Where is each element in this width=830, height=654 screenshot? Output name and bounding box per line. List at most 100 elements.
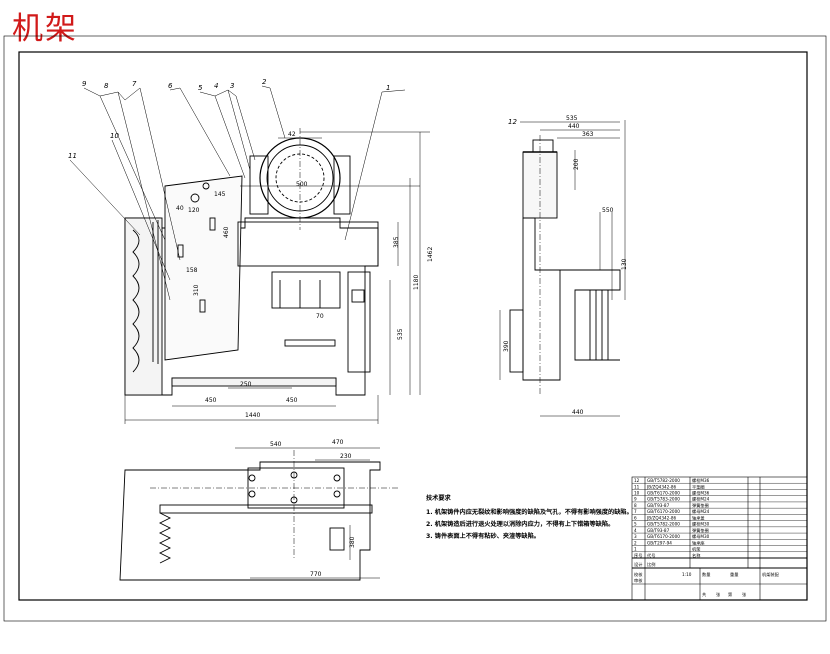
title-block-cell: GB/T6170-2000 (647, 490, 680, 495)
title-block-label: 张 (742, 591, 747, 598)
callout-label: 4 (214, 82, 218, 90)
title-block-cell: 弹簧垫圈 (692, 502, 709, 509)
title-block-cell: 1 (634, 547, 637, 552)
title-block-cell: GB/T5783-2000 (647, 497, 680, 502)
title-block-cell: 5 (634, 522, 637, 527)
callout-label: 7 (132, 80, 137, 88)
title-block-label: 审核 (634, 577, 643, 584)
title-block-cell: 平垫圈 (692, 483, 705, 490)
title-block-rows (632, 483, 807, 552)
title-block-label: 共 (702, 591, 706, 598)
dimension-label: 535 (566, 115, 578, 122)
callout-label: 10 (110, 132, 119, 140)
title-block-header: 名称 (692, 552, 700, 559)
dimension-label: 500 (296, 181, 308, 188)
title-block-cell: 螺栓M24 (692, 496, 710, 503)
dimension-label: 440 (568, 123, 580, 130)
dimension-label: 230 (340, 453, 352, 460)
dimension-label: 42 (288, 131, 296, 138)
dimension-label: 390 (503, 340, 510, 352)
dimension-label: 460 (223, 226, 230, 238)
title-block-cell: 11 (634, 484, 640, 489)
side-view (509, 135, 621, 395)
dimension-label: 1440 (245, 412, 260, 419)
dimension-label: 130 (621, 258, 628, 270)
title-block-cell: 螺母M36 (692, 489, 710, 496)
title-block-cell: 轴承座 (692, 539, 705, 546)
title-block-label: 校核 (634, 571, 643, 578)
notes-item: 2. 机架铸造后进行退火处理以消除内应力，不得有上下错箱等缺陷。 (426, 520, 614, 528)
callout-label: 9 (82, 80, 87, 88)
callout-label: 6 (168, 82, 173, 90)
title-block-cell: 轴承盖 (692, 514, 705, 521)
dimension-label: 363 (582, 131, 594, 138)
title-block-cell: JB/ZQ4342-86 (646, 515, 677, 520)
title-block-label: 比例 (647, 561, 655, 568)
title-block-cell: GB/T5782-2000 (647, 522, 680, 527)
title-block-label: 重量 (730, 571, 738, 578)
title-block (631, 476, 808, 601)
notes-item: 3. 铸件表面上不得有粘砂、夹渣等缺陷。 (426, 532, 540, 540)
dimension-label: 385 (393, 236, 400, 248)
callout-label: 1 (386, 84, 390, 92)
title-block-cell: 弹簧垫圈 (692, 527, 709, 534)
dimension-label: 158 (186, 267, 198, 274)
dimension-label: 535 (397, 328, 404, 340)
title-block-cell: 螺栓M36 (692, 477, 710, 484)
title-block-label: 张 (716, 591, 721, 598)
title-block-cell: JB/ZQ4342-86 (646, 484, 677, 489)
dimension-label: 250 (240, 381, 252, 388)
title-block-cell: 7 (634, 509, 637, 514)
title-block-label: 设计 (634, 561, 642, 568)
dimension-label: 440 (572, 409, 584, 416)
front-dimension-lines (124, 131, 430, 424)
dimension-label: 470 (332, 439, 344, 446)
dimension-label: 550 (602, 207, 614, 214)
title-block-cell: GB/T93-87 (647, 528, 670, 533)
title-block-cell: GB/T6170-2000 (647, 509, 680, 514)
dimension-label: 120 (188, 207, 200, 214)
dimension-label: 40 (176, 205, 184, 212)
title-block-cell: GB/T6170-2000 (647, 534, 680, 539)
top-view (119, 450, 400, 581)
dimension-label: 450 (205, 397, 217, 404)
title-block-cell: GB/T93-87 (647, 503, 670, 508)
title-block-label: 第 (728, 591, 732, 598)
callout-label: 12 (508, 118, 517, 126)
callout-label: 2 (262, 78, 267, 86)
title-block-header: 序号 (634, 552, 642, 559)
dimension-label: 540 (270, 441, 282, 448)
dimension-label: 1180 (413, 275, 420, 290)
side-dimension-lines (499, 120, 626, 417)
dimension-label: 1462 (427, 247, 434, 262)
title-block-cell: 4 (634, 528, 637, 533)
title-block-cell: 10 (634, 490, 640, 495)
callout-label: 3 (230, 82, 234, 90)
title-block-cell: 2 (634, 540, 637, 545)
title-block-cell: 8 (634, 503, 637, 508)
title-block-header: 代号 (647, 552, 655, 559)
callout-label: 5 (198, 84, 203, 92)
title-block-cell: 3 (634, 534, 637, 539)
title-block-cell: 机架 (692, 546, 700, 553)
title-block-cell: 9 (634, 497, 637, 502)
title-block-label: 机架装配 (762, 571, 780, 578)
callout-label: 8 (104, 82, 109, 90)
dimension-label: 145 (214, 191, 226, 198)
title-block-cell: GB/T297-94 (647, 540, 672, 545)
page-title: 机架 (12, 11, 78, 47)
dimension-label: 70 (316, 313, 324, 320)
dimension-label: 450 (286, 397, 298, 404)
dimension-label: 200 (573, 158, 580, 170)
dimension-label: 380 (349, 536, 356, 548)
callout-label: 11 (68, 152, 77, 160)
title-block-cell: 螺母M30 (692, 533, 710, 540)
title-block-cell: 6 (634, 515, 637, 520)
leader-lines (69, 85, 406, 301)
top-dimension-lines (235, 447, 380, 579)
title-block-cell: 螺栓M30 (692, 521, 710, 528)
title-block-cell: 螺母M24 (692, 508, 710, 515)
dimension-label: 310 (193, 284, 200, 296)
title-block-label: 数量 (702, 571, 710, 578)
